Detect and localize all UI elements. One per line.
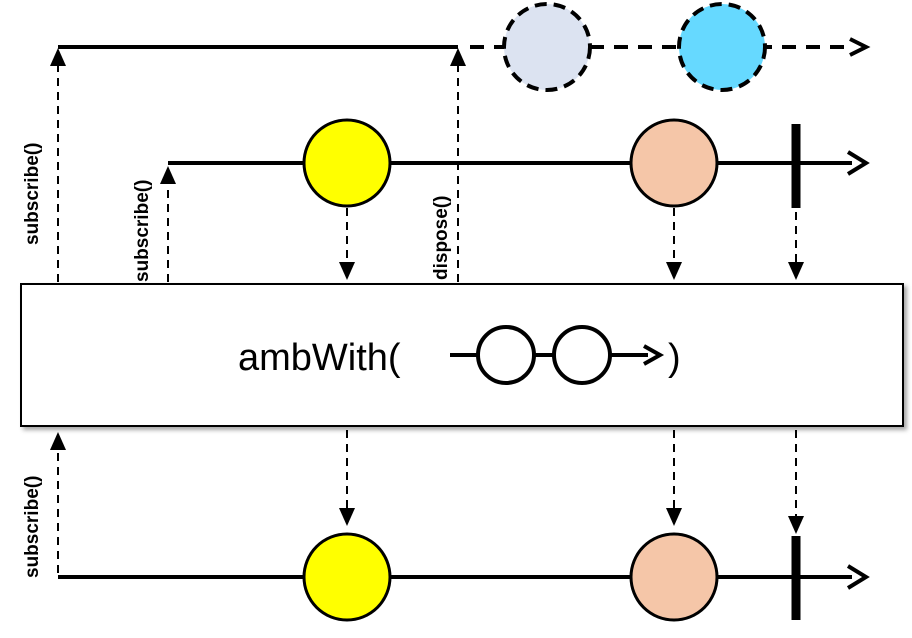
item-peach-output [629, 532, 719, 622]
emission-arrows-into-operator [339, 208, 804, 280]
operator-item-circle [552, 325, 612, 385]
output-timeline [58, 532, 870, 622]
source-timeline-middle [168, 118, 870, 208]
operator-label-prefix: ambWith( [238, 337, 401, 379]
operator-label-suffix: ) [668, 337, 681, 379]
dispose-arrow [450, 48, 466, 282]
subscribe-arrow-middle [160, 166, 176, 282]
skipped-item-cyan [677, 2, 767, 92]
timeline-arrowhead-icon [849, 37, 871, 57]
operator-box: ambWith( ) [20, 283, 904, 427]
item-yellow-source [302, 118, 392, 208]
source-timeline-top [58, 2, 871, 92]
timeline-arrowhead-icon [846, 564, 870, 590]
subscribe-label-output: subscribe() [22, 476, 43, 578]
skipped-item-lightblue [502, 2, 592, 92]
emission-arrows-to-output [339, 430, 804, 534]
subscribe-arrow-output [50, 432, 66, 573]
operator-arrowhead-icon [643, 344, 665, 366]
operator-item-circle [476, 325, 536, 385]
subscribe-label-outer: subscribe() [22, 143, 43, 245]
item-peach-source [629, 118, 719, 208]
subscribe-label-inner: subscribe() [132, 180, 153, 282]
subscribe-arrow-top [50, 48, 66, 282]
dispose-label: dispose() [431, 196, 452, 280]
item-yellow-output [302, 532, 392, 622]
timeline-arrowhead-icon [846, 150, 870, 176]
